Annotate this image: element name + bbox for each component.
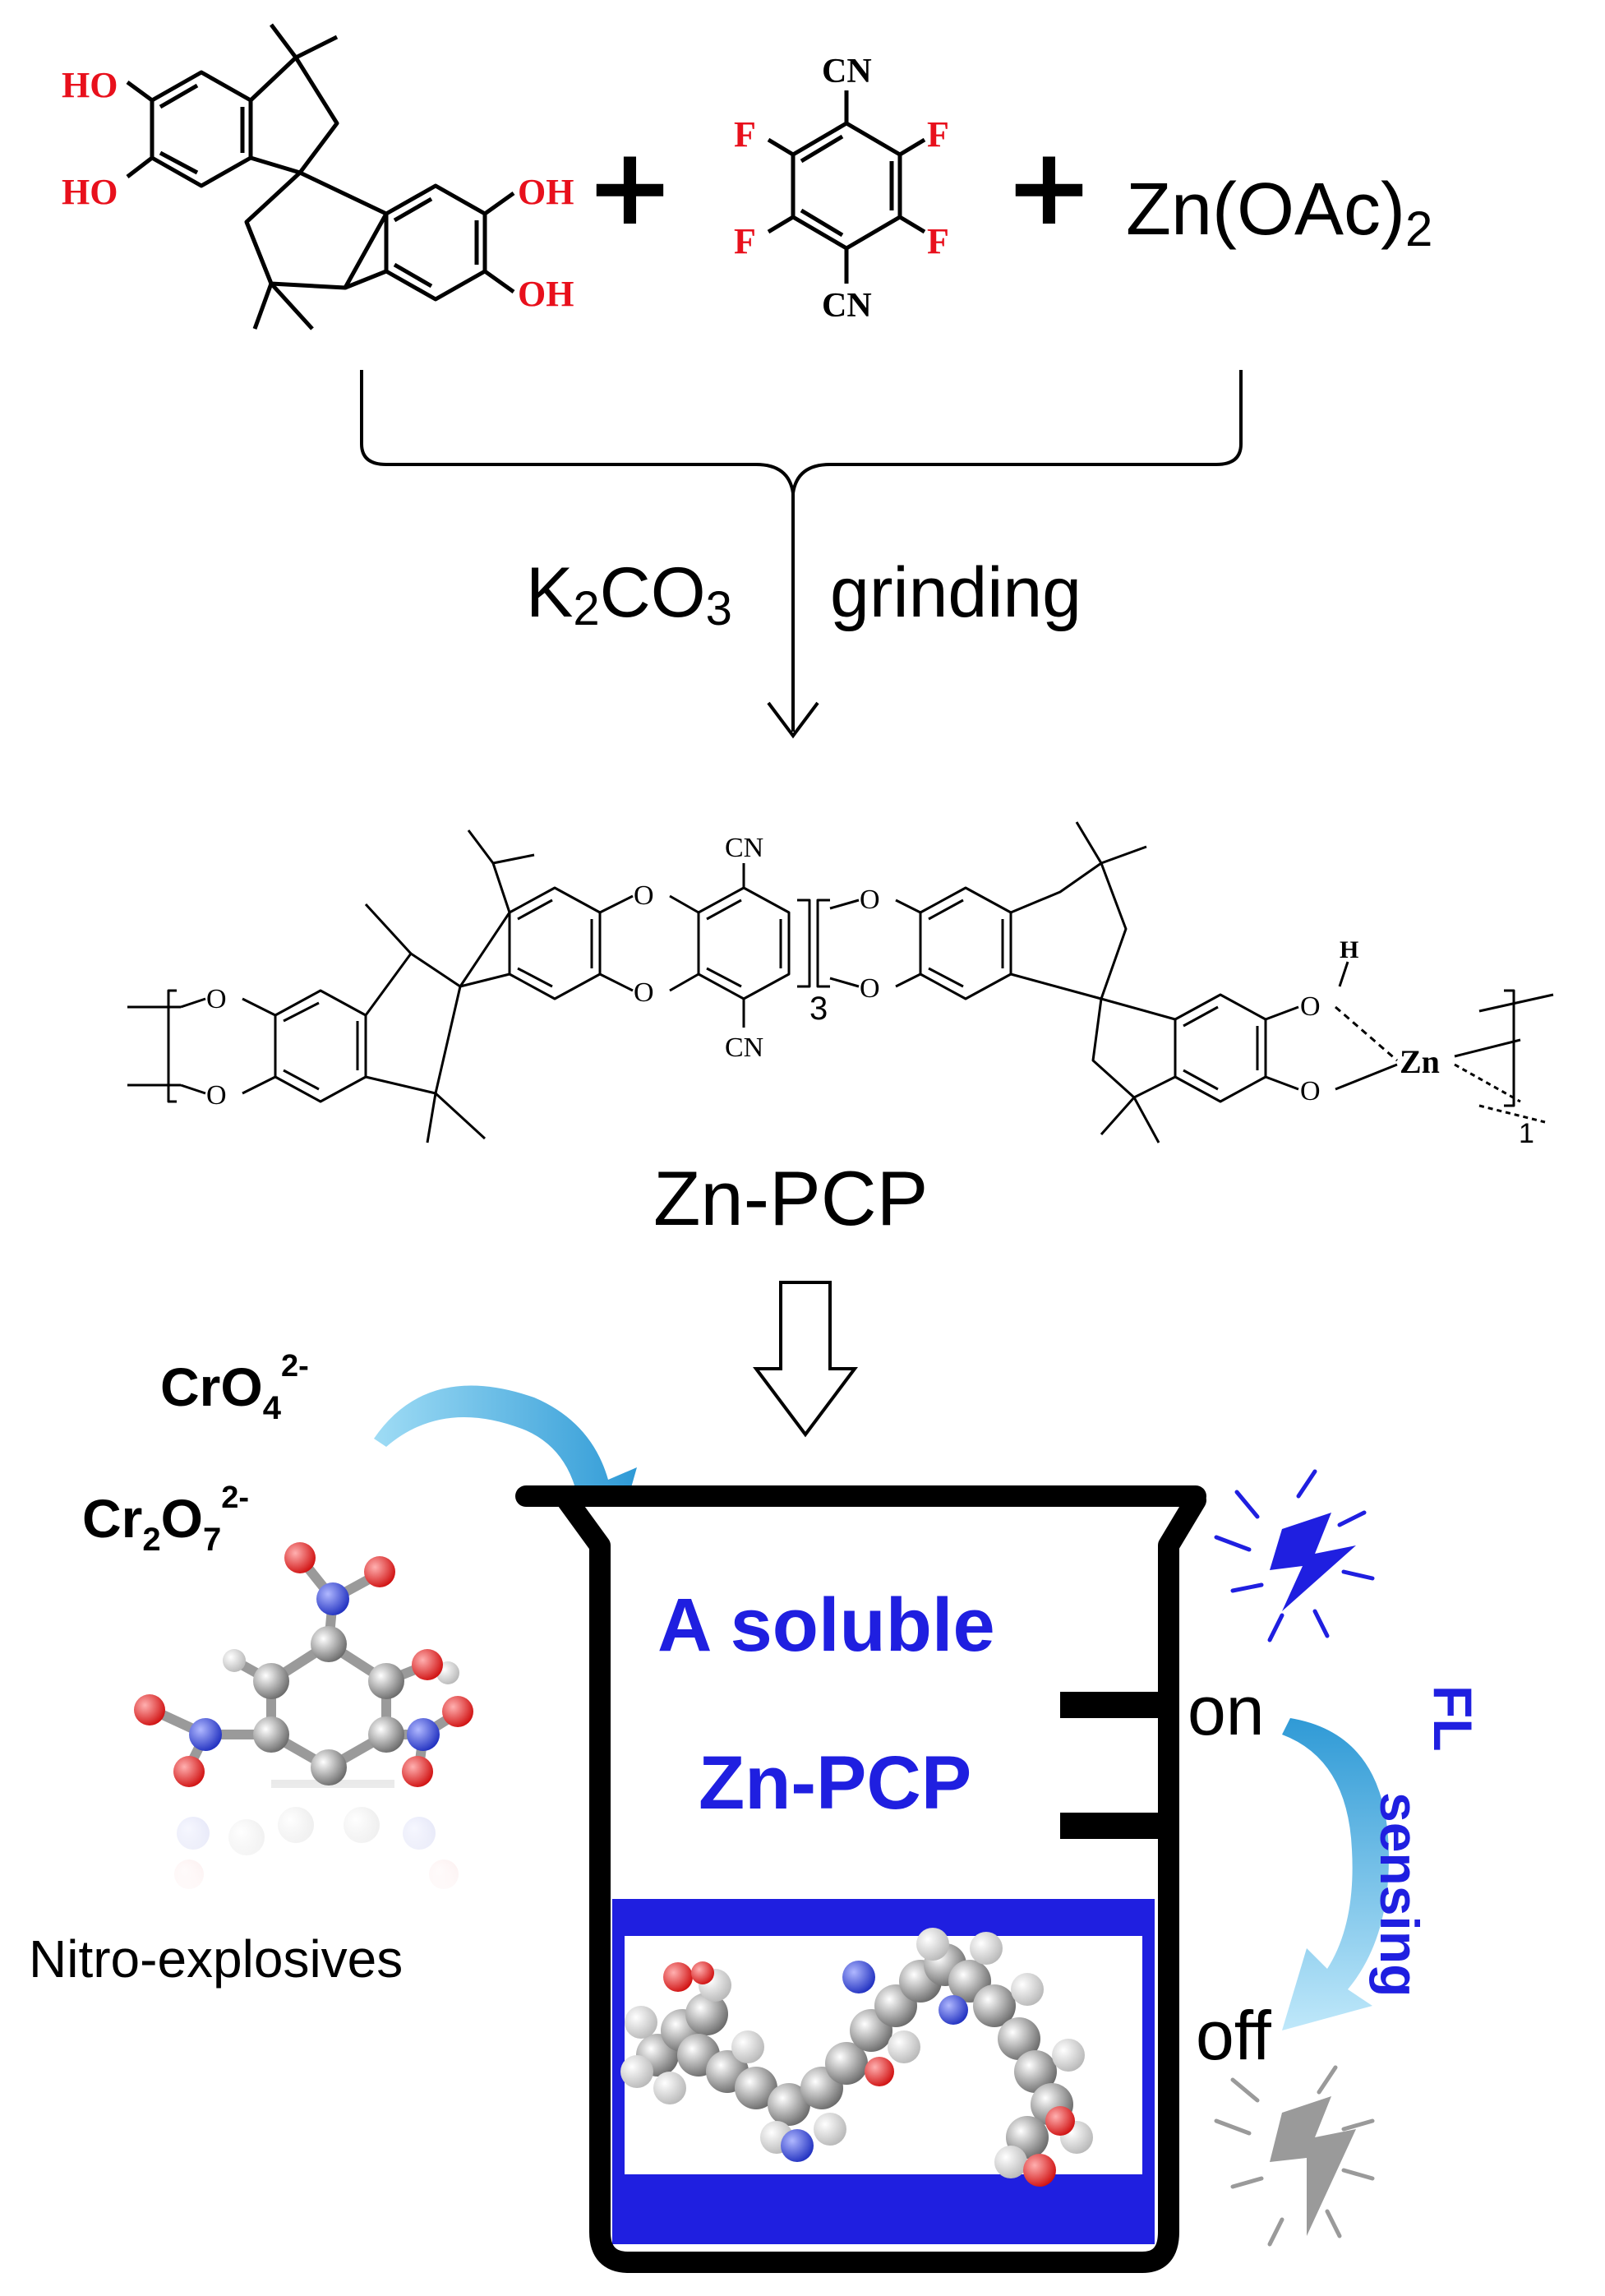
label-cn-top: CN <box>822 53 872 90</box>
hollow-down-arrow <box>753 1281 858 1438</box>
product-cn-top: CN <box>725 833 763 863</box>
product-o-8: O <box>1300 1076 1321 1106</box>
fluorescence-off-icon <box>1214 2065 1375 2247</box>
fl-sensing-label: FL <box>1423 1685 1483 1752</box>
product-repeat-3: 3 <box>809 991 828 1027</box>
label-ho-bottom: HO <box>62 172 118 212</box>
zinc-acetate-label: Zn(OAc)2 <box>1126 169 1432 256</box>
label-f-2: F <box>927 114 949 155</box>
fl-quench-arrow <box>1282 1718 1389 2030</box>
product-o-2: O <box>206 1080 227 1111</box>
polymer-spacefill-model <box>620 1928 1093 2187</box>
label-f-4: F <box>927 221 949 261</box>
monomer-tetraol-structure <box>126 23 515 330</box>
product-cn-bottom: CN <box>725 1033 763 1063</box>
product-hydroxyl-h: H <box>1340 936 1358 963</box>
nitro-explosives-label: Nitro-explosives <box>29 1929 403 1989</box>
nitro-explosive-molecule <box>131 1542 477 1907</box>
label-oh-top: OH <box>518 172 574 212</box>
label-f-3: F <box>734 221 756 261</box>
product-o-4: O <box>634 977 654 1008</box>
product-zn-atom: Zn <box>1400 1043 1440 1080</box>
condition-base: K2CO3 <box>526 553 732 635</box>
product-o-1: O <box>206 984 227 1014</box>
fl-off-label: off <box>1196 1997 1272 2074</box>
fl-sensing-label-2: sensing <box>1369 1792 1430 1997</box>
label-ho-top: HO <box>62 65 118 105</box>
monomer-tftpn-structure <box>767 90 926 284</box>
product-o-3: O <box>634 880 654 911</box>
dichromate-label: Cr2O72- <box>82 1481 249 1558</box>
reaction-arrow-head <box>767 701 819 739</box>
label-oh-bottom: OH <box>518 274 574 314</box>
label-cn-bottom: CN <box>822 287 872 325</box>
chromate-label: CrO42- <box>160 1349 309 1426</box>
beaker-text-line1: A soluble <box>657 1583 995 1667</box>
product-repeat-1: 1 <box>1519 1118 1534 1149</box>
product-o-6: O <box>860 973 880 1004</box>
product-o-5: O <box>860 885 880 915</box>
zn-pcp-structure <box>127 821 1554 1143</box>
fluorescence-on-icon <box>1214 1469 1375 1642</box>
merge-bracket <box>360 370 1243 494</box>
plus-sign-2: + <box>1004 124 1094 249</box>
plus-sign-1: + <box>585 124 675 249</box>
product-name: Zn-PCP <box>653 1155 928 1241</box>
fl-on-label: on <box>1188 1672 1264 1749</box>
label-f-1: F <box>734 114 756 155</box>
condition-method: grinding <box>830 553 1082 632</box>
beaker-text-line2: Zn-PCP <box>699 1741 971 1825</box>
product-o-7: O <box>1300 991 1321 1022</box>
